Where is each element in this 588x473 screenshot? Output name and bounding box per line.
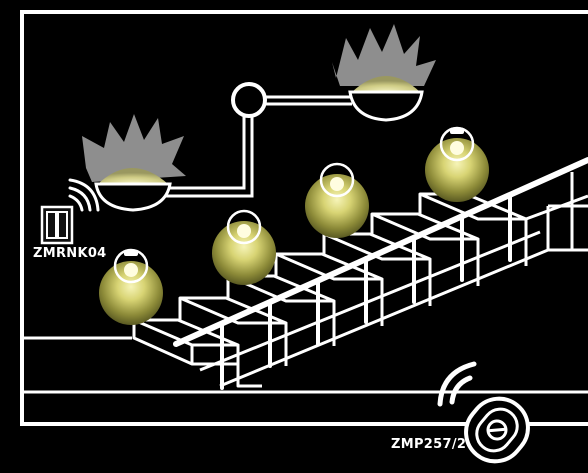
step-light-icon	[99, 250, 163, 325]
step-light-icon	[305, 164, 369, 238]
wireless-signal-icon	[440, 364, 474, 404]
wall-switch-icon	[42, 207, 72, 243]
step-light-icon	[425, 128, 489, 202]
remote-control-icon	[454, 387, 540, 473]
junction-box-icon	[233, 84, 265, 116]
wall-switch-label: ZMRNK04	[33, 246, 107, 261]
remote-label: ZMP257/2	[391, 437, 466, 452]
wireless-signal-icon	[70, 180, 98, 210]
ceiling-lamp-icon	[332, 24, 436, 120]
step-light-icon	[212, 211, 276, 285]
